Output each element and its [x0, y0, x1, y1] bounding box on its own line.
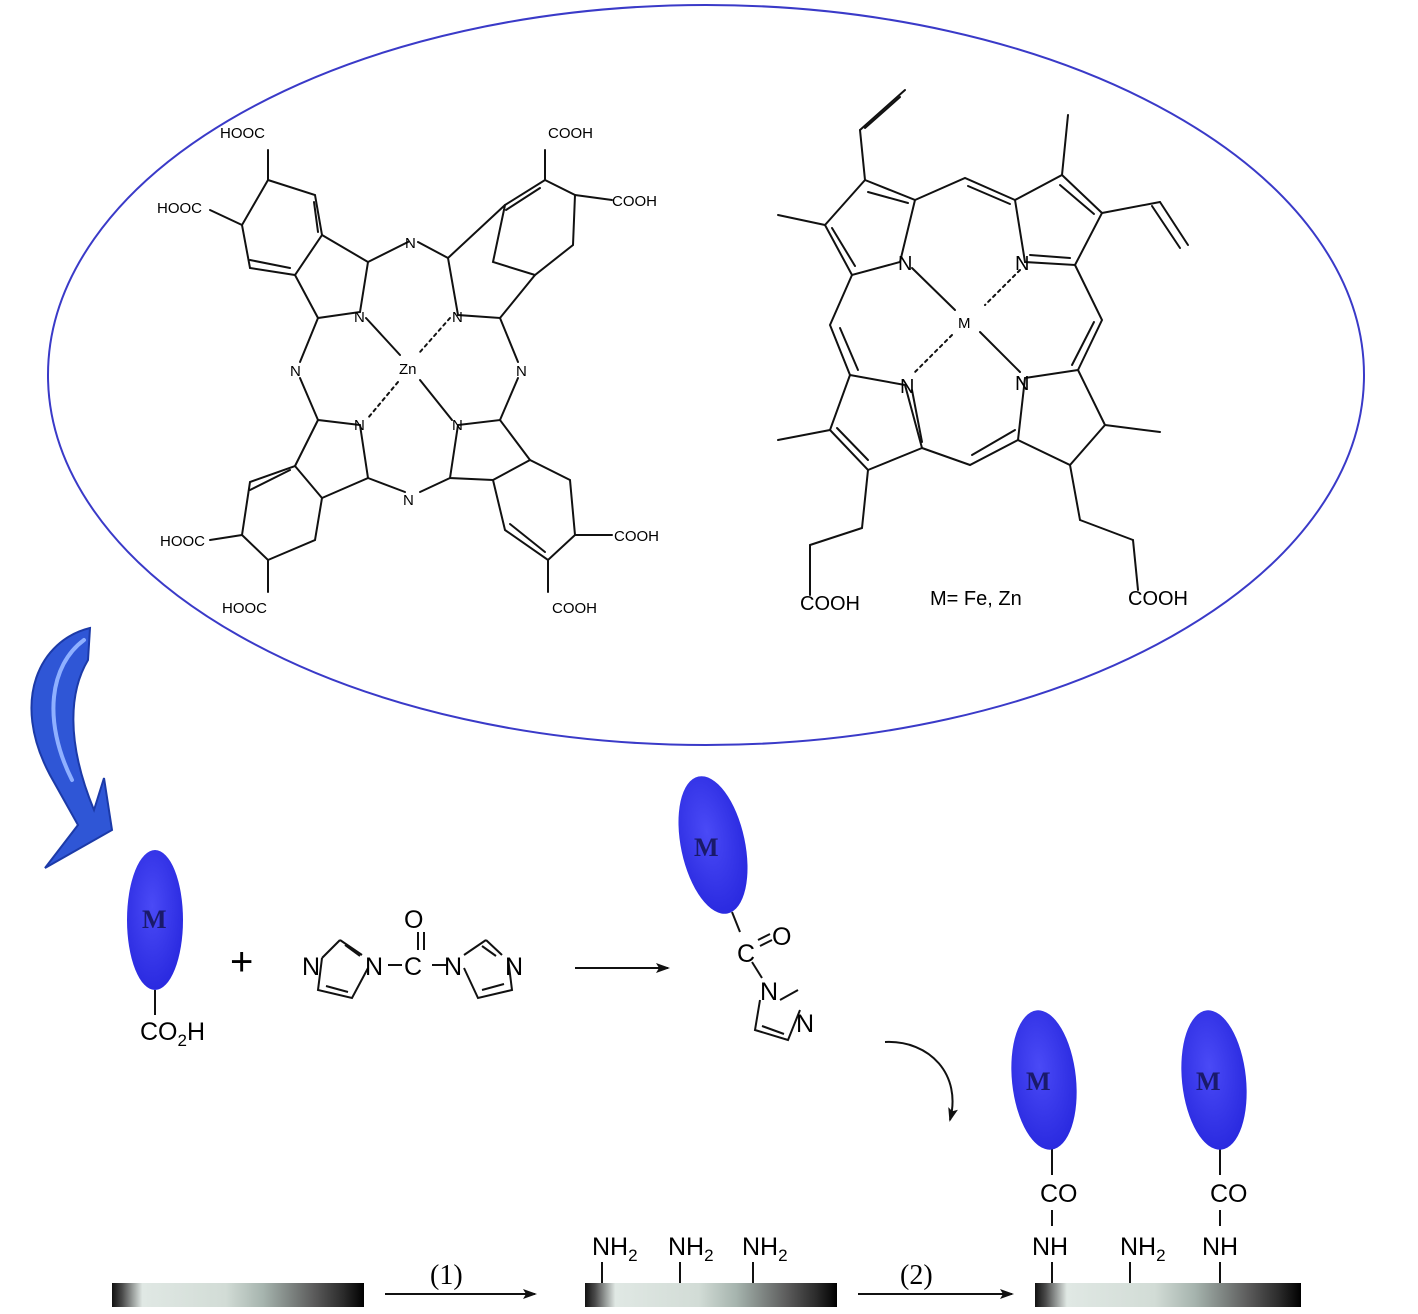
por-m-label: M [958, 315, 971, 332]
acyl-n-1: N [760, 978, 778, 1006]
por-n-4: N [1015, 373, 1029, 395]
amide-nh-1: NH [1032, 1233, 1068, 1261]
cdi-n-2: N [365, 953, 383, 981]
curved-arrow-2 [884, 1040, 958, 1122]
pc-cooh-4: COOH [552, 600, 597, 617]
amine-1: NH2 [592, 1233, 638, 1265]
substrate-bare [112, 1283, 364, 1307]
zn-phthalocyanine-structure [209, 149, 613, 593]
amide-nh-2: NH [1202, 1233, 1238, 1261]
por-metal-note: M= Fe, Zn [930, 588, 1022, 610]
pc-hooc-4: HOOC [222, 600, 267, 617]
pc-n-ul: N [354, 309, 365, 326]
m-label-acid: M [142, 905, 167, 934]
substrate-aminated [585, 1283, 837, 1307]
pc-n-bottom: N [403, 492, 414, 509]
pc-n-right: N [516, 363, 527, 380]
cdi-o: O [404, 906, 423, 934]
cdi-n-4: N [505, 953, 523, 981]
pc-n-lr: N [452, 417, 463, 434]
m-label-surface-1: M [1026, 1067, 1051, 1096]
pc-hooc-2: HOOC [157, 200, 202, 217]
curved-arrow-icon [30, 626, 114, 869]
porphyrin-structure [777, 89, 1189, 596]
amine-3: NH2 [742, 1233, 788, 1265]
acyl-o: O [772, 923, 791, 951]
por-cooh-left: COOH [800, 593, 860, 615]
por-n-2: N [1015, 253, 1029, 275]
acyl-c: C [737, 940, 755, 968]
step-1-label: (1) [430, 1260, 463, 1291]
substrate-functionalized [1035, 1283, 1301, 1307]
por-n-1: N [898, 253, 912, 275]
por-cooh-right: COOH [1128, 588, 1188, 610]
m-label-surface-2: M [1196, 1067, 1221, 1096]
m-blob-surface-2 [1181, 1010, 1247, 1150]
pc-n-ur: N [452, 309, 463, 326]
amide-co-2: CO [1210, 1180, 1248, 1208]
m-blob-surface-1 [1011, 1010, 1077, 1150]
cdi-n-3: N [444, 953, 462, 981]
m-blob-acyl [678, 776, 748, 914]
pc-n-top: N [405, 235, 416, 252]
m-blob-acid [127, 850, 183, 990]
pc-cooh-1: COOH [548, 125, 593, 142]
pc-cooh-3: COOH [614, 528, 659, 545]
cdi-c: C [404, 953, 422, 981]
pc-n-left: N [290, 363, 301, 380]
step-2-label: (2) [900, 1260, 933, 1291]
structures-ellipse [47, 4, 1365, 746]
amide-co-1: CO [1040, 1180, 1078, 1208]
plus-sign: + [230, 940, 253, 984]
pc-zn-label: Zn [399, 361, 417, 378]
cdi-structure [316, 932, 514, 1000]
por-n-3: N [900, 376, 914, 398]
acyl-n-2: N [796, 1010, 814, 1038]
m-label-acyl: M [694, 833, 719, 862]
cdi-n-1: N [302, 953, 320, 981]
pc-hooc-1: HOOC [220, 125, 265, 142]
amine-4: NH2 [1120, 1233, 1166, 1265]
pc-hooc-3: HOOC [160, 533, 205, 550]
porphyrin-labels: M N N N N COOH COOH M= Fe, Zn [800, 253, 1188, 615]
acid-formula: CO2H [140, 1018, 205, 1050]
amine-2: NH2 [668, 1233, 714, 1265]
pc-cooh-2: COOH [612, 193, 657, 210]
zn-phthalocyanine-labels: Zn N N N N N N N N HOOC HOOC COOH COOH H… [157, 125, 659, 617]
pc-n-ll: N [354, 417, 365, 434]
